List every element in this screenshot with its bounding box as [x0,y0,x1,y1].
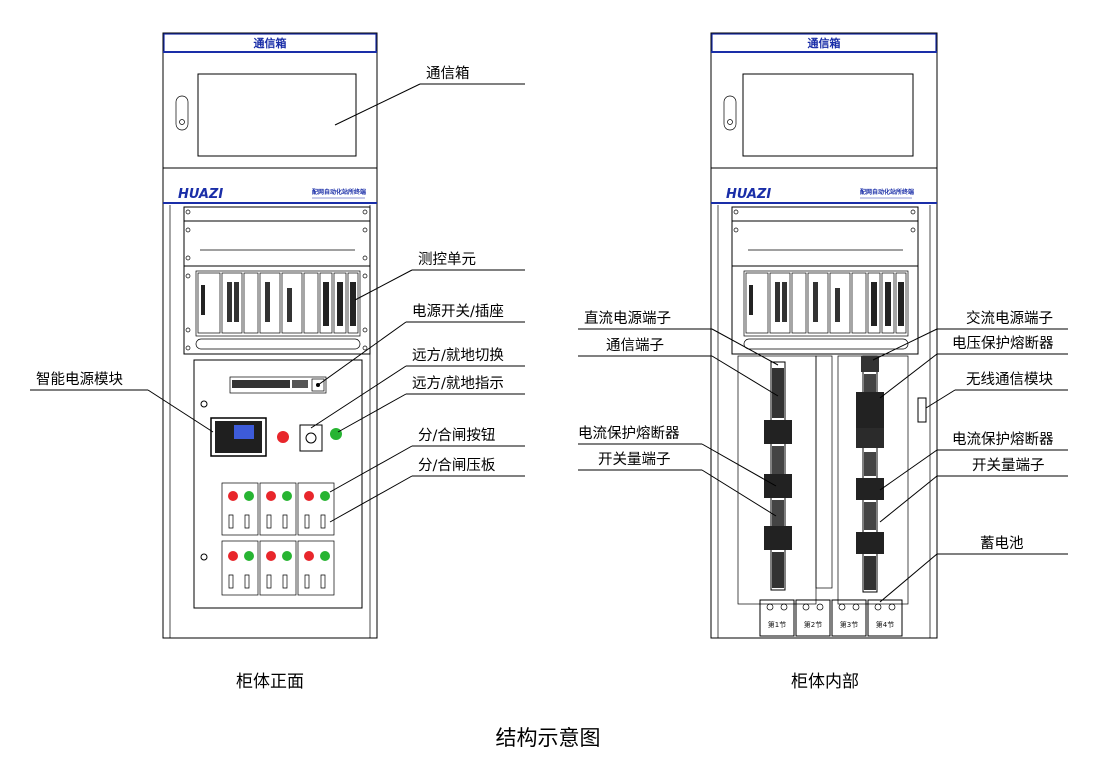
callout-ac-terminal: 交流电源端子 [966,309,1053,327]
diagram-title: 结构示意图 [496,726,601,750]
callout-open-close-plate: 分/合闸压板 [418,456,496,474]
callout-switch-terminal-left: 开关量端子 [598,451,671,468]
inside-cabinet: 通信箱 HUAZI 配网自动化站所终端 [710,32,938,639]
front-callouts: 通信箱 测控单元 电源开关/插座 远方/就地切换 远方/就地指示 分/合闸按钮 … [30,65,525,523]
battery-1-label: 第1节 [768,620,786,629]
inside-header-label: 通信箱 [808,36,841,50]
front-cabinet: 通信箱 HUAZI 配网自动化站所终端 [162,32,378,639]
callout-current-fuse-right: 电流保护熔断器 [952,431,1054,448]
callout-remote-local-indicator: 远方/就地指示 [412,375,504,392]
inside-caption: 柜体内部 [791,672,859,692]
front-indicator-red [277,431,289,443]
callout-remote-local-switch: 远方/就地切换 [412,347,504,364]
front-caption: 柜体正面 [236,672,304,692]
callout-comm-box: 通信箱 [426,65,470,82]
front-power-module [210,417,267,457]
callout-current-fuse-left: 电流保护熔断器 [578,425,680,442]
battery-4-label: 第4节 [876,620,894,629]
callout-voltage-fuse: 电压保护熔断器 [952,335,1054,352]
front-brand: HUAZI [178,187,223,202]
inside-callouts: 直流电源端子 通信端子 电流保护熔断器 开关量端子 交流电源端子 电压保护熔断器… [578,309,1068,603]
callout-dc-terminal: 直流电源端子 [584,310,671,327]
callout-power-switch: 电源开关/插座 [412,303,504,320]
front-switch-buttons [221,482,335,596]
inside-measuring-unit-modules [745,272,907,334]
batteries: 第1节 第2节 第3节 第4节 [759,599,903,637]
right-terminal-strip [856,355,884,593]
battery-2-label: 第2节 [804,620,822,629]
callout-wireless-module: 无线通信模块 [966,371,1053,388]
callout-power-module: 智能电源模块 [36,371,123,388]
callout-measuring-unit: 测控单元 [418,251,476,268]
left-terminal-strip [764,361,792,591]
inside-brand: HUAZI [726,187,771,202]
wireless-module [917,397,927,423]
callout-battery: 蓄电池 [980,535,1024,552]
front-indicator-green [330,428,342,440]
callout-open-close-button: 分/合闸按钮 [418,427,495,444]
front-header-label: 通信箱 [254,36,287,50]
front-power-switches [229,376,327,394]
callout-switch-terminal-right: 开关量端子 [972,457,1045,474]
callout-comm-terminal: 通信端子 [606,337,664,354]
front-brand-subtitle: 配网自动化站所终端 [312,188,366,196]
battery-3-label: 第3节 [840,620,858,629]
front-measuring-unit-modules [197,272,359,334]
inside-brand-subtitle: 配网自动化站所终端 [860,188,914,196]
